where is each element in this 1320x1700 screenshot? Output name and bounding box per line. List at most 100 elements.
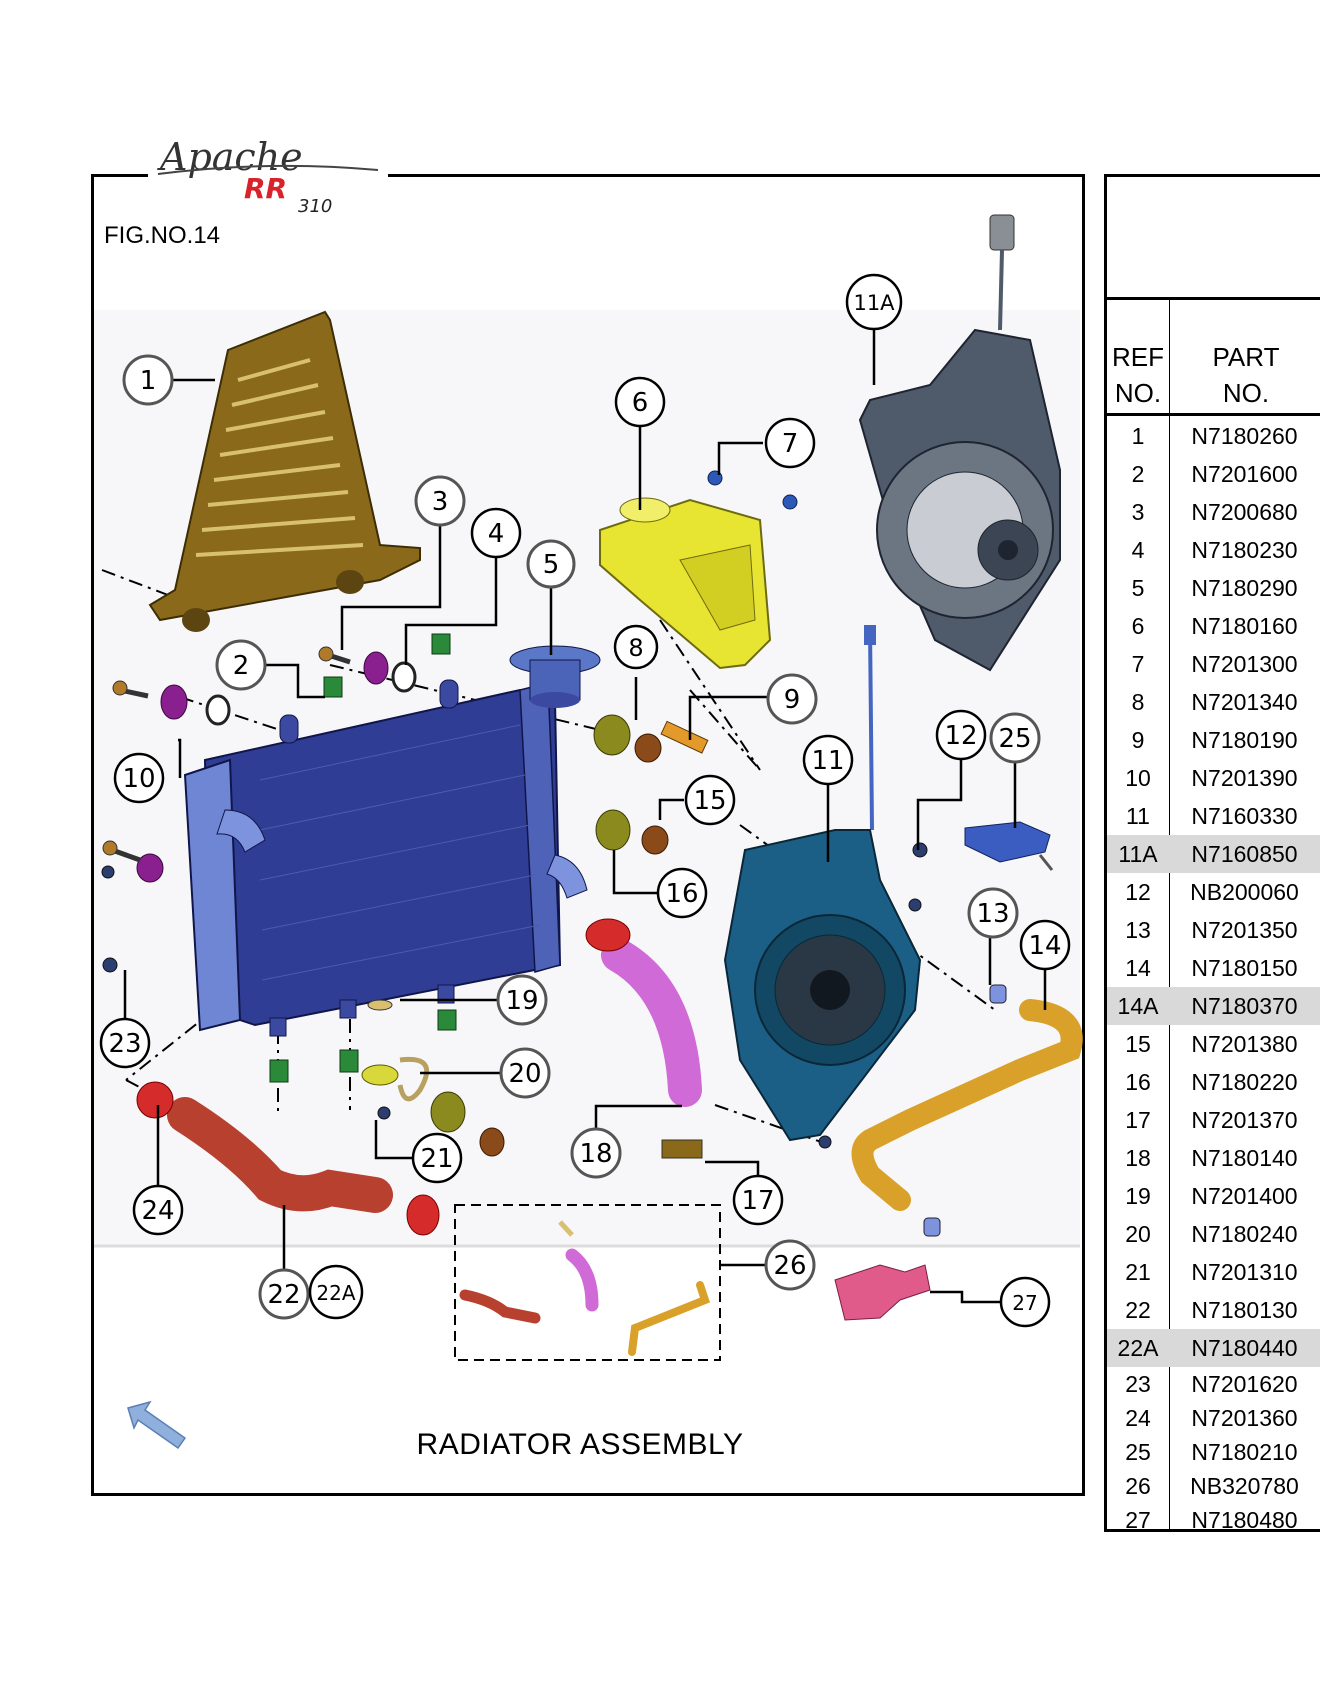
ref-no-cell: 6 <box>1131 612 1145 639</box>
part-25-fan-bracket <box>964 821 1054 871</box>
svg-text:7: 7 <box>782 429 799 459</box>
table-row: 6 N7180160 <box>1107 607 1320 645</box>
svg-text:4: 4 <box>488 519 505 549</box>
callout-26: 26 <box>764 1239 816 1291</box>
callout-21: 21 <box>411 1132 463 1184</box>
ref-no-cell: 15 <box>1125 1030 1151 1057</box>
svg-text:14: 14 <box>1028 931 1061 961</box>
svg-text:23: 23 <box>108 1029 141 1059</box>
ref-no-cell: 21 <box>1125 1258 1151 1285</box>
callout-23: 23 <box>99 1017 151 1069</box>
ref-no-cell: 20 <box>1125 1220 1151 1247</box>
svg-text:10: 10 <box>122 764 155 794</box>
part-no-cell: N7180480 <box>1191 1506 1298 1533</box>
callout-3: 3 <box>414 475 466 527</box>
table-top-rule <box>1107 297 1320 300</box>
part-no-cell: N7200680 <box>1191 498 1298 525</box>
svg-text:9: 9 <box>784 685 801 715</box>
part-no-cell: N7201390 <box>1191 764 1298 791</box>
svg-text:1: 1 <box>140 366 157 396</box>
table-row: 14A N7180370 <box>1107 987 1320 1025</box>
column-header-part-no: PART NO. <box>1169 339 1320 411</box>
part-24-clamp-2 <box>406 1194 440 1236</box>
table-row: 20 N7180240 <box>1107 1215 1320 1253</box>
part-27-clamp <box>834 1264 931 1321</box>
part-no-cell: N7180140 <box>1191 1144 1298 1171</box>
svg-text:19: 19 <box>505 986 538 1016</box>
part-no-cell: N7180240 <box>1191 1220 1298 1247</box>
part-no-cell: NB320780 <box>1190 1472 1299 1499</box>
ref-no-cell: 17 <box>1125 1106 1151 1133</box>
ref-no-cell: 23 <box>1125 1370 1151 1397</box>
svg-text:11A: 11A <box>853 291 895 315</box>
part-no-cell: N7201340 <box>1191 688 1298 715</box>
part-no-cell: N7201350 <box>1191 916 1298 943</box>
part-no-cell: N7201380 <box>1191 1030 1298 1057</box>
callout-11: 11 <box>802 734 854 786</box>
part-no-cell: N7160850 <box>1191 840 1298 867</box>
callout-9: 9 <box>766 673 818 725</box>
svg-text:5: 5 <box>543 550 560 580</box>
ref-no-cell: 12 <box>1125 878 1151 905</box>
part-no-cell: N7180130 <box>1191 1296 1298 1323</box>
svg-text:6: 6 <box>632 388 649 418</box>
ref-no-cell: 14A <box>1117 992 1159 1019</box>
callout-20: 20 <box>499 1047 551 1099</box>
part-no-cell: N7201600 <box>1191 460 1298 487</box>
callout-7: 7 <box>764 417 816 469</box>
ref-no-cell: 11 <box>1126 802 1150 829</box>
ref-no-cell: 4 <box>1131 536 1145 563</box>
part-13-clip-lower <box>923 1217 941 1237</box>
svg-text:2: 2 <box>233 651 250 681</box>
part-no-cell: N7180290 <box>1191 574 1298 601</box>
callout-6: 6 <box>614 376 666 428</box>
part-no-cell: N7180260 <box>1191 422 1298 449</box>
svg-text:20: 20 <box>508 1059 541 1089</box>
part-no-cell: N7180220 <box>1191 1068 1298 1095</box>
part-1-radiator-bracket <box>148 310 421 632</box>
small-parts <box>102 633 709 1157</box>
callout-14: 14 <box>1019 919 1071 971</box>
callouts: 1 2 3 4 5 6 7 8 9 10 11 11A 12 13 14 15 … <box>99 273 1071 1328</box>
logo-word-310: 310 <box>298 196 332 217</box>
header-part-line2: NO. <box>1222 378 1270 408</box>
ref-no-cell: 24 <box>1125 1404 1151 1431</box>
ref-no-cell: 22A <box>1117 1334 1159 1361</box>
apache-rr310-logo: Apache RR 310 <box>148 130 388 220</box>
callout-1: 1 <box>122 354 174 406</box>
logo-word-rr: RR <box>244 172 287 205</box>
table-header-rule <box>1107 413 1320 416</box>
part-no-cell: N7180370 <box>1191 992 1298 1019</box>
callout-5: 5 <box>526 539 576 589</box>
part-no-cell: NB200060 <box>1190 878 1299 905</box>
callout-22a: 22A <box>308 1264 364 1320</box>
svg-text:26: 26 <box>773 1251 806 1281</box>
part-13-clip <box>989 984 1007 1004</box>
part-no-cell: N7180160 <box>1191 612 1298 639</box>
ref-no-cell: 19 <box>1125 1182 1151 1209</box>
ref-no-cell: 14 <box>1125 954 1151 981</box>
svg-text:15: 15 <box>693 786 726 816</box>
part-6-coolant-reservoir <box>599 497 772 670</box>
part-no-cell: N7201400 <box>1191 1182 1298 1209</box>
